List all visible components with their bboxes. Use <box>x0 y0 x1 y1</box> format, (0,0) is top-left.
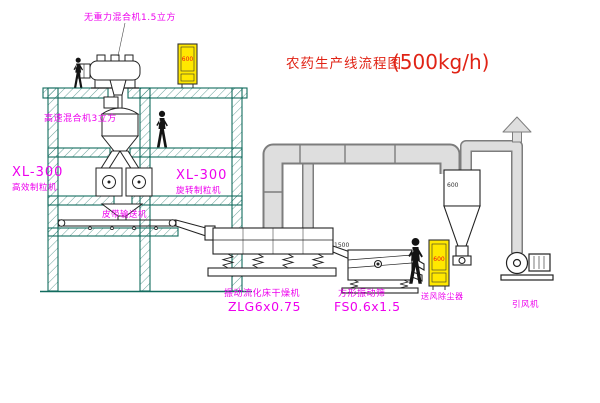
belt-roller <box>154 226 158 231</box>
roof-slab-left <box>42 87 109 99</box>
control-panel-2: 600 <box>428 239 450 290</box>
label-screen-name: 方形振动筛 <box>338 287 386 299</box>
panel1-window <box>180 46 195 72</box>
label-leader-line <box>117 22 126 57</box>
belt-roller <box>132 226 136 231</box>
control-panel-1: 600 <box>177 43 198 88</box>
screen-base-frame <box>341 287 419 294</box>
exhaust-piping <box>262 116 532 253</box>
dryer-springs <box>221 253 325 269</box>
label-top-mixer: 无重力混合机1.5立方 <box>84 11 176 23</box>
screen-deck-1 <box>347 254 413 261</box>
induced-draft-fan <box>500 251 554 281</box>
cyclone-separator <box>443 169 481 266</box>
stack-stub <box>512 131 522 143</box>
building-column-right <box>231 87 243 292</box>
main-exhaust-duct-fill <box>264 145 459 232</box>
label-screen-model: FS0.6x1.5 <box>334 299 401 314</box>
diagram-title: 农药生产线流程图 <box>286 56 402 72</box>
fan-motor <box>528 253 551 272</box>
cyclone-discharge-stub <box>455 245 469 257</box>
belt-pulley-right <box>168 219 177 227</box>
panel2-window <box>431 243 447 271</box>
duct-flanges <box>264 145 396 193</box>
rain-cap <box>502 116 532 133</box>
gravity-free-mixer <box>76 22 141 110</box>
mixer-inlet-1 <box>96 54 106 62</box>
panel2-text: 600 <box>433 256 445 263</box>
cyclone-dimension: 600 <box>447 182 459 189</box>
mixer-inlet-3 <box>124 54 134 62</box>
granulators <box>95 167 153 221</box>
person-figure <box>156 110 168 148</box>
dryer-base-frame <box>207 267 337 277</box>
label-granulator-mid-name: 旋转制粒机 <box>176 185 221 196</box>
label-high-speed-mixer: 高速混合机3立方 <box>44 112 117 124</box>
screen-dimension: 1500 <box>334 242 349 249</box>
belt-roller <box>88 226 92 231</box>
belt-roller <box>110 226 114 231</box>
cyclone-barrel <box>443 169 481 207</box>
main-exhaust-duct <box>262 143 461 232</box>
panel1-lower-door <box>180 73 195 82</box>
label-granulator-left-name: 高效制粒机 <box>12 182 57 193</box>
rotary-valve-rotor <box>458 256 466 265</box>
panel2-cabinet <box>428 239 450 287</box>
fluid-bed-dryer <box>204 225 357 277</box>
belt-pulley-left <box>57 219 66 227</box>
transfer-chute <box>175 219 207 237</box>
floor3-slab-left <box>47 195 115 206</box>
panel2-lower-door <box>431 272 447 283</box>
screen-body <box>347 249 413 281</box>
label-dryer-name: 振动流化床干燥机 <box>224 287 300 299</box>
floor3-slab-right <box>131 195 243 206</box>
panel1-text: 600 <box>182 56 194 63</box>
label-granulator-left-model: XL-300 <box>12 165 63 180</box>
label-belt-conveyor: 皮带输送机 <box>102 209 147 220</box>
label-dust-collector: 送风除尘器 <box>421 291 464 301</box>
label-fan: 引风机 <box>512 299 539 310</box>
mixer-body <box>89 60 141 81</box>
fan-base <box>500 274 554 281</box>
diagram-title-capacity: (500kg/h) <box>392 50 489 74</box>
floor2-slab-right <box>129 147 243 158</box>
label-dryer-model: ZLG6x0.75 <box>228 299 301 314</box>
equipment-labels: 无重力混合机1.5立方 高速混合机3立方 XL-300 高效制粒机 XL-300… <box>12 11 539 314</box>
mixer-discharge-cone <box>109 79 127 96</box>
floor2-slab-left <box>47 147 111 158</box>
high-speed-mixer <box>99 96 141 171</box>
mixer-inlet-2 <box>110 54 120 62</box>
label-granulator-mid-model: XL-300 <box>176 168 227 183</box>
roof-slab-right <box>127 87 248 99</box>
cyclone-outlet-duct-fill <box>461 141 522 253</box>
hs-mixer-motor <box>103 96 119 109</box>
fan-hub <box>512 258 522 268</box>
